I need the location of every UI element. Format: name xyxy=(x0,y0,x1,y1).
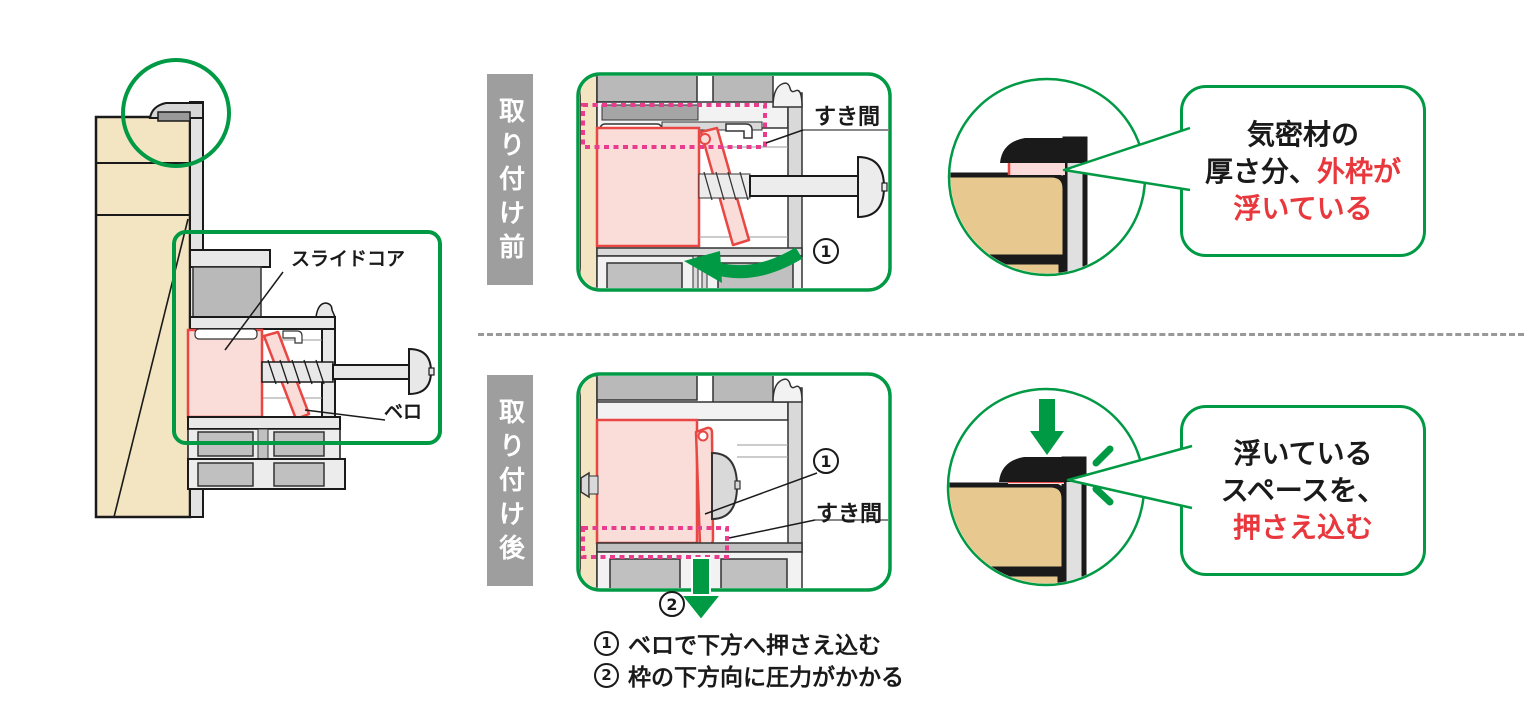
tongue-pivot xyxy=(699,133,711,145)
gap-label-before: すき間 xyxy=(814,105,881,130)
airtight-gap xyxy=(1009,161,1065,175)
footnote-2-marker: 2 xyxy=(594,662,619,688)
emphasis-dash xyxy=(1092,485,1114,506)
panel-after-diagram xyxy=(576,372,892,622)
callout-before-line1: 気密材の xyxy=(1246,117,1359,151)
step-marker-1-before: 1 xyxy=(813,238,839,264)
lower-block xyxy=(609,558,681,588)
press-down-arrow xyxy=(678,557,724,622)
wood-block xyxy=(949,482,1067,572)
gap-pointer-line xyxy=(728,519,816,539)
mechanism-highlight-box xyxy=(172,230,442,445)
callout-before-line3: 浮いている xyxy=(1233,191,1373,225)
step-marker-2-after: 2 xyxy=(659,591,685,617)
frame-band xyxy=(596,401,789,421)
screw-head xyxy=(711,451,741,521)
clip-bump xyxy=(772,378,803,403)
footnote-1-text: ベロで下方へ押さえ込む xyxy=(628,633,881,659)
detail-circle-after xyxy=(946,387,1146,587)
lower-block xyxy=(720,558,788,588)
footnote-2-text: 枠の下方向に圧力がかかる xyxy=(628,665,904,691)
step-marker-1-after: 1 xyxy=(813,448,839,474)
callout-before-line2: 厚さ分、外枠が xyxy=(1204,154,1402,188)
callout-after-line3: 押さえ込む xyxy=(1232,511,1373,544)
callout-after-tail xyxy=(1066,444,1193,510)
left-cross-section-diagram xyxy=(94,58,442,519)
frame-cap xyxy=(148,102,204,122)
wood-block xyxy=(949,571,1063,584)
callout-before-tail xyxy=(1062,126,1191,192)
section-divider xyxy=(478,333,1524,336)
gap-label-after: すき間 xyxy=(816,502,883,527)
upper-block xyxy=(596,76,698,103)
callout-before: 気密材の 厚さ分、外枠が 浮いている xyxy=(1180,85,1426,257)
slide-core-label: スライドコア xyxy=(291,248,406,270)
slide-core-pointer-line xyxy=(224,271,284,351)
callout-after-line1: 浮いている xyxy=(1233,437,1373,470)
wood-block xyxy=(950,259,1064,274)
clip-bump xyxy=(772,82,803,108)
press-arrow-icon xyxy=(1030,399,1064,455)
tongue-pointer-line xyxy=(304,409,386,421)
frame-cap xyxy=(1000,138,1085,163)
callout-after-line2: スペースを、 xyxy=(1220,474,1386,507)
rotate-arrow xyxy=(684,247,803,283)
callout-after: 浮いている スペースを、 押さえ込む xyxy=(1180,405,1426,576)
tongue-pivot xyxy=(697,430,709,442)
screw xyxy=(261,347,435,396)
tongue-label: ベロ xyxy=(384,401,423,423)
wall-strip xyxy=(580,76,598,288)
gasket-strip xyxy=(601,104,699,121)
panel-before-diagram xyxy=(576,72,892,292)
detail-circle-before xyxy=(947,77,1147,277)
upper-block xyxy=(596,376,698,401)
gap-pointer-line xyxy=(765,129,804,144)
gap-dashed-box xyxy=(581,103,767,149)
lower-block xyxy=(606,262,683,288)
panel-after-title: 取り付け後 xyxy=(487,375,533,586)
step1-pointer-line xyxy=(704,472,818,515)
catch-hook xyxy=(725,123,753,139)
frame-cap xyxy=(999,457,1084,482)
lower-rail xyxy=(596,247,803,257)
footnote-2: 2 枠の下方向に圧力がかかる xyxy=(594,658,904,692)
right-frame-bar xyxy=(787,387,803,553)
screw xyxy=(698,155,888,219)
footnote-1: 1 ベロで下方へ押さえ込む xyxy=(594,626,881,660)
slide-core xyxy=(186,328,264,419)
emphasis-dash xyxy=(1092,445,1114,467)
rail-hook xyxy=(194,328,303,344)
corner-highlight-circle xyxy=(121,58,231,168)
slide-core xyxy=(595,418,699,545)
right-frame-bar xyxy=(787,92,803,257)
footnote-1-marker: 1 xyxy=(594,630,619,656)
lower-rail xyxy=(596,542,803,553)
frame-bottom xyxy=(187,416,346,490)
screw-tip xyxy=(580,471,599,499)
wood-block xyxy=(950,172,1068,260)
panel-before-title: 取り付け前 xyxy=(487,74,533,285)
